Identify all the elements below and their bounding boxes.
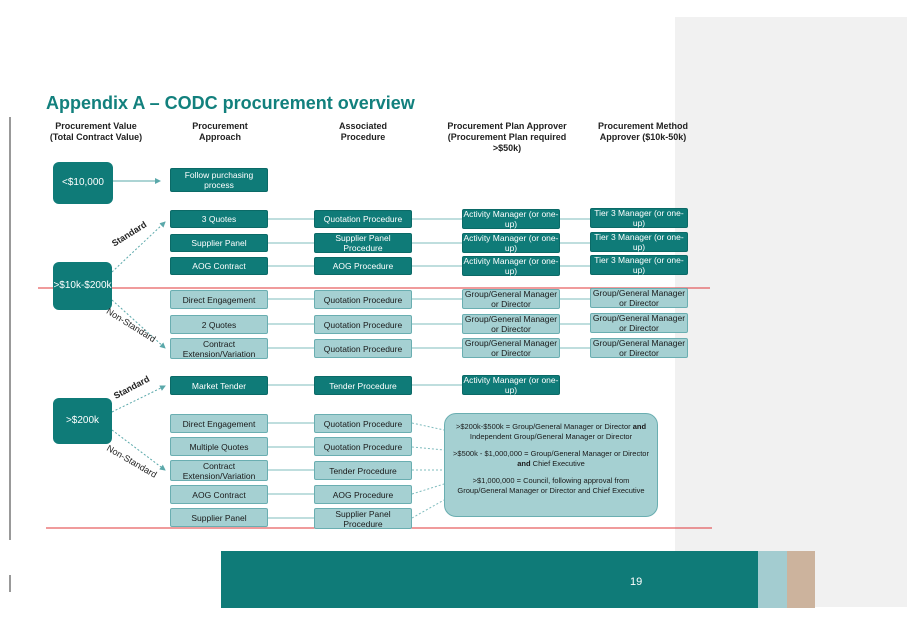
approach-contract-extension-200k: Contract Extension/Variation [170,460,268,481]
procedure-quotation-1: Quotation Procedure [314,210,412,228]
plan-approver-activity-4: Activity Manager (or one-up) [462,375,560,395]
procedure-supplier-panel-2: Supplier Panel Procedure [314,508,412,529]
header-procurement-value: Procurement Value (Total Contract Value) [49,121,143,142]
note-line-3: >$1,000,000 = Council, following approva… [457,476,645,495]
procedure-aog-2: AOG Procedure [314,485,412,504]
approach-3-quotes: 3 Quotes [170,210,268,228]
over-200k-approval-note: >$200k-$500k = Group/General Manager or … [444,413,658,517]
note-line-2: >$500k - $1,000,000 = Group/General Mana… [453,449,649,468]
approach-supplier-panel-200k: Supplier Panel [170,508,268,527]
procedure-quotation-6: Quotation Procedure [314,437,412,456]
note-line-1: >$200k-$500k = Group/General Manager or … [455,422,647,441]
procedure-quotation-3: Quotation Procedure [314,315,412,334]
method-approver-tier3-3: Tier 3 Manager (or one-up) [590,255,688,275]
header-associated-procedure: Associated Procedure [338,121,388,142]
value-box-over-200k: >$200k [53,398,112,444]
procedure-supplier-panel-1: Supplier Panel Procedure [314,233,412,253]
procedure-aog-1: AOG Procedure [314,257,412,275]
procedure-tender-2: Tender Procedure [314,461,412,480]
method-approver-group-2: Group/General Manager or Director [590,313,688,333]
approach-multiple-quotes: Multiple Quotes [170,437,268,456]
method-approver-group-3: Group/General Manager or Director [590,338,688,358]
method-approver-tier3-2: Tier 3 Manager (or one-up) [590,232,688,252]
method-approver-tier3-1: Tier 3 Manager (or one-up) [590,208,688,228]
footer-accent-tan [787,551,815,608]
page-title: Appendix A – CODC procurement overview [46,93,415,113]
approach-market-tender: Market Tender [170,376,268,395]
plan-approver-group-2: Group/General Manager or Director [462,314,560,334]
approach-supplier-panel: Supplier Panel [170,234,268,252]
side-panel-background [675,17,907,607]
value-box-under-10k: <$10,000 [53,162,113,204]
procedure-quotation-2: Quotation Procedure [314,290,412,309]
approach-aog-contract: AOG Contract [170,257,268,275]
plan-approver-group-3: Group/General Manager or Director [462,338,560,358]
procedure-quotation-4: Quotation Procedure [314,339,412,358]
approach-aog-contract-200k: AOG Contract [170,485,268,504]
plan-approver-activity-3: Activity Manager (or one-up) [462,256,560,276]
page-number: 19 [630,576,643,588]
method-approver-group-1: Group/General Manager or Director [590,288,688,308]
header-plan-approver: Procurement Plan Approver (Procurement P… [447,121,567,153]
approach-direct-engagement-200k: Direct Engagement [170,414,268,433]
approach-contract-extension: Contract Extension/Variation [170,338,268,359]
procedure-tender-1: Tender Procedure [314,376,412,395]
plan-approver-activity-2: Activity Manager (or one-up) [462,233,560,253]
plan-approver-activity-1: Activity Manager (or one-up) [462,209,560,229]
arrow-nonstandard-2 [111,429,166,471]
approach-follow-purchasing: Follow purchasing process [170,168,268,192]
header-procurement-approach: Procurement Approach [192,121,248,142]
arrow-standard-2 [111,385,166,413]
value-box-10k-200k: >$10k-$200k [53,262,112,310]
approach-direct-engagement: Direct Engagement [170,290,268,309]
procedure-quotation-5: Quotation Procedure [314,414,412,433]
footer-bar [221,551,758,608]
footer-accent-light [758,551,787,608]
header-method-approver: Procurement Method Approver ($10k-50k) [597,121,688,142]
approach-2-quotes: 2 Quotes [170,315,268,334]
plan-approver-group-1: Group/General Manager or Director [462,289,560,309]
arrow-standard-1 [111,221,166,273]
